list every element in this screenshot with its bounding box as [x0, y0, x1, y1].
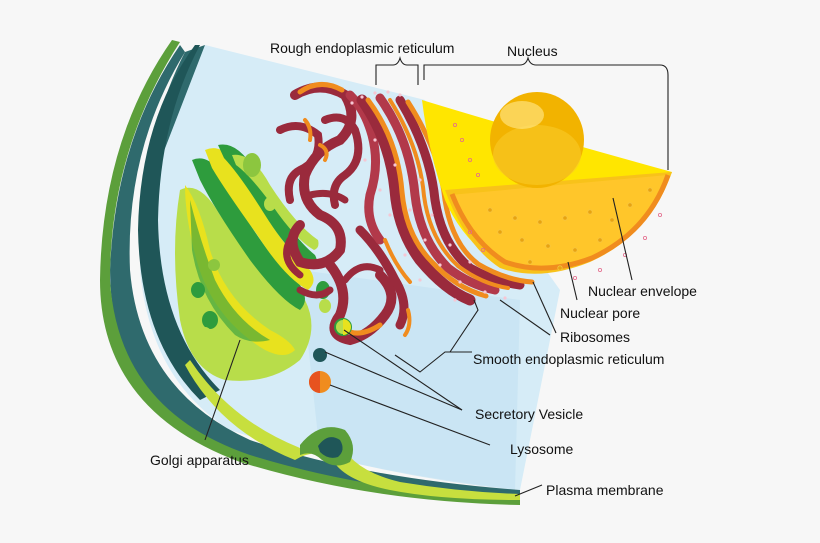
label-nuclear-envelope: Nuclear envelope	[588, 283, 697, 299]
label-nuclear-pore: Nuclear pore	[560, 305, 640, 321]
label-lysosome: Lysosome	[510, 441, 574, 457]
label-rough-er: Rough endoplasmic reticulum	[270, 40, 454, 56]
label-smooth-er: Smooth endoplasmic reticulum	[473, 351, 664, 367]
label-plasma-membrane: Plasma membrane	[546, 482, 664, 498]
label-golgi-apparatus: Golgi apparatus	[150, 452, 249, 468]
label-nucleus: Nucleus	[507, 43, 558, 59]
label-secretory-vesicle: Secretory Vesicle	[475, 406, 583, 422]
label-ribosomes: Ribosomes	[560, 329, 630, 345]
